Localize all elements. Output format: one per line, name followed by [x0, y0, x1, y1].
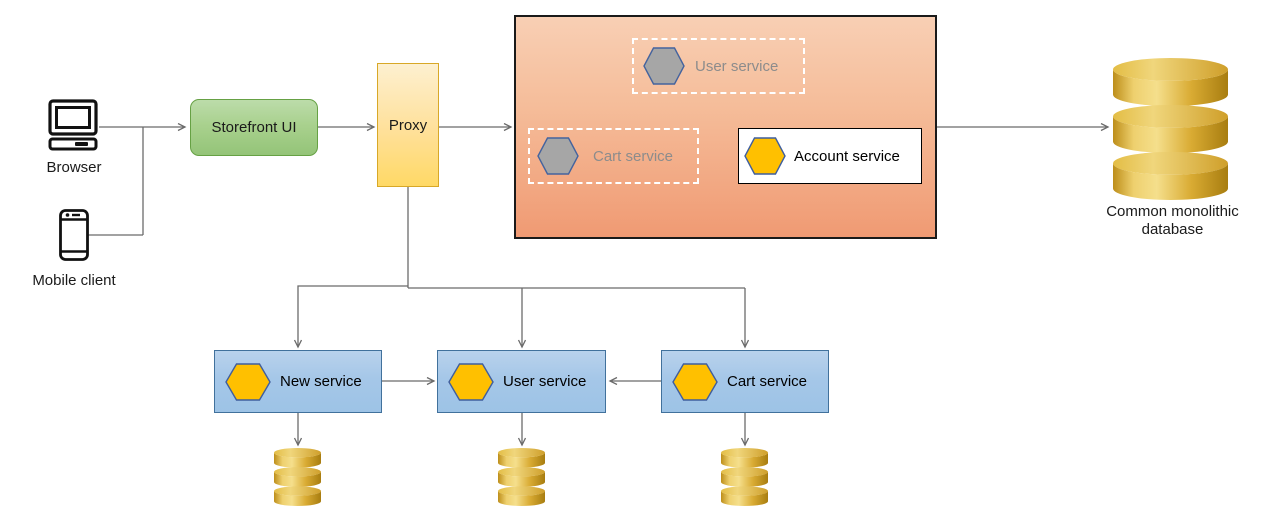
- monolith-account-service: Account service: [738, 128, 922, 184]
- monolith-account-service-label: Account service: [794, 147, 900, 165]
- monolith-cart-service-label: Cart service: [593, 147, 674, 165]
- user-service-node: User service: [437, 350, 606, 413]
- browser-icon: [48, 99, 98, 151]
- new-service-database-icon: [274, 448, 321, 506]
- monolithic-database-icon: [1113, 58, 1228, 200]
- gray-hexagon-icon: [537, 137, 579, 175]
- mobile-client-icon: [59, 209, 89, 261]
- monolith-container: User service Cart service Account servic…: [514, 15, 937, 239]
- user-service-database-icon: [498, 448, 545, 506]
- new-service-node: New service: [214, 350, 382, 413]
- mobile-client-label: Mobile client: [32, 272, 116, 289]
- yellow-hexagon-icon: [448, 362, 494, 401]
- storefront-ui-node: Storefront UI: [190, 99, 318, 156]
- yellow-hexagon-icon: [744, 137, 786, 175]
- new-service-label: New service: [280, 373, 362, 390]
- user-service-label: User service: [503, 373, 587, 390]
- proxy-node: Proxy: [377, 63, 439, 187]
- yellow-hexagon-icon: [672, 362, 718, 401]
- connector-proxy-to-new-service: [298, 285, 408, 347]
- storefront-ui-label: Storefront UI: [211, 119, 297, 136]
- monolith-user-service-label: User service: [695, 57, 779, 75]
- proxy-label: Proxy: [388, 116, 428, 134]
- browser-label: Browser: [46, 159, 102, 176]
- cart-service-label: Cart service: [727, 373, 808, 390]
- cart-service-node: Cart service: [661, 350, 829, 413]
- monolithic-database-label: Common monolithic database: [1106, 203, 1239, 238]
- yellow-hexagon-icon: [225, 362, 271, 401]
- gray-hexagon-icon: [643, 47, 685, 85]
- monolith-cart-service: Cart service: [528, 128, 699, 184]
- monolith-user-service: User service: [632, 38, 805, 94]
- cart-service-database-icon: [721, 448, 768, 506]
